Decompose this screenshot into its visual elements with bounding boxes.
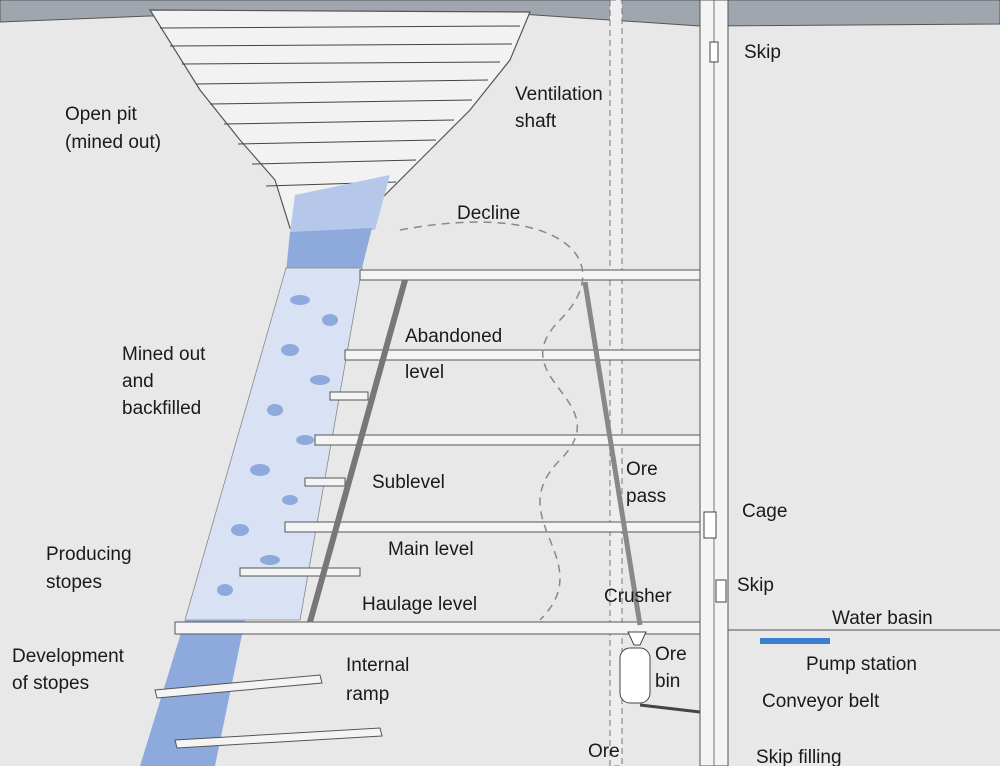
svg-text:Haulage level: Haulage level	[362, 594, 477, 615]
svg-text:Skip: Skip	[744, 42, 781, 63]
svg-text:shaft: shaft	[515, 111, 557, 132]
svg-text:Conveyor belt: Conveyor belt	[762, 691, 880, 712]
svg-text:Producing: Producing	[46, 544, 132, 565]
svg-text:Skip filling: Skip filling	[756, 747, 842, 766]
svg-text:Development: Development	[12, 646, 125, 667]
svg-text:Open pit: Open pit	[65, 104, 138, 125]
svg-text:Ventilation: Ventilation	[515, 84, 603, 105]
svg-text:and: and	[122, 371, 154, 392]
svg-text:Cage: Cage	[742, 501, 787, 522]
sublevel-ramp	[307, 279, 408, 623]
ore-bin	[619, 647, 651, 704]
crusher	[627, 631, 647, 646]
cage-box	[703, 511, 717, 539]
orebody-top	[286, 228, 372, 272]
svg-text:Main level: Main level	[388, 539, 474, 560]
svg-text:Internal: Internal	[346, 655, 409, 676]
svg-text:Mined out: Mined out	[122, 344, 206, 365]
svg-text:bin: bin	[655, 671, 680, 692]
svg-text:Crusher: Crusher	[604, 586, 672, 607]
svg-text:stopes: stopes	[46, 572, 102, 593]
svg-text:(mined out): (mined out)	[65, 132, 161, 153]
levels	[154, 269, 701, 749]
svg-text:Abandoned: Abandoned	[405, 326, 502, 347]
skip-top-box	[709, 41, 719, 63]
svg-text:Sublevel: Sublevel	[372, 472, 445, 493]
skip-lower-box	[715, 579, 727, 603]
svg-text:Decline: Decline	[457, 203, 520, 224]
svg-text:Ore: Ore	[588, 741, 620, 762]
svg-text:Ore: Ore	[626, 459, 658, 480]
orebody	[184, 267, 363, 621]
svg-text:of stopes: of stopes	[12, 673, 89, 694]
pit-bottom-ore	[290, 175, 390, 232]
svg-text:ramp: ramp	[346, 684, 389, 705]
conveyor-belt	[639, 703, 701, 714]
backfill-pattern	[217, 295, 338, 596]
water-basin	[760, 638, 830, 644]
decline-path	[399, 221, 584, 621]
ore-pass	[582, 281, 643, 626]
svg-text:Ore: Ore	[655, 644, 687, 665]
svg-text:Pump station: Pump station	[806, 654, 917, 675]
svg-text:Water basin: Water basin	[832, 608, 933, 629]
ventilation-shaft	[609, 0, 623, 766]
svg-text:Skip: Skip	[737, 575, 774, 596]
svg-text:pass: pass	[626, 486, 666, 507]
svg-text:backfilled: backfilled	[122, 398, 201, 419]
labels: Open pit (mined out) Ventilation shaft S…	[12, 42, 933, 766]
svg-text:level: level	[405, 362, 444, 383]
